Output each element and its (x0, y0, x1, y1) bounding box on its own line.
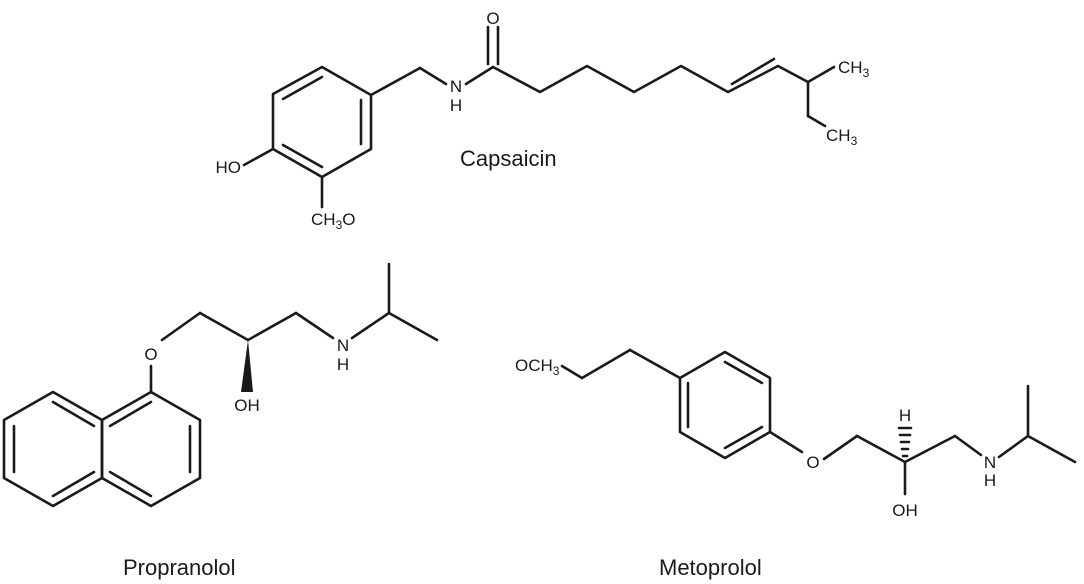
propranolol-ether-oxygen: O (144, 345, 157, 364)
capsaicin-methoxy: CH3O (311, 210, 355, 232)
metoprolol-stereo-hydrogen: H (899, 406, 911, 425)
propranolol-stereo-wedge (241, 340, 253, 392)
propranolol-name-label: Propranolol (123, 555, 236, 580)
capsaicin-methyl-lower: CH3 (826, 126, 858, 148)
capsaicin-structure: O N H HO CH3O CH3 CH3 Capsaicin (216, 9, 870, 232)
propranolol-amine-hydrogen: H (337, 355, 349, 374)
metoprolol-structure: OCH3 O H OH N H Metoprolol (515, 348, 1077, 580)
metoprolol-methoxy: OCH3 (515, 356, 560, 378)
metoprolol-amine-hydrogen: H (984, 471, 996, 490)
propranolol-atom-labels: O N H OH (144, 336, 349, 415)
metoprolol-ether-oxygen: O (806, 453, 819, 472)
metoprolol-name-label: Metoprolol (659, 555, 762, 580)
capsaicin-carbonyl-oxygen: O (486, 9, 499, 28)
propranolol-hydroxyl: OH (234, 396, 260, 415)
capsaicin-name-label: Capsaicin (460, 146, 557, 171)
metoprolol-atom-labels: OCH3 O H OH N H (515, 356, 996, 520)
propranolol-bonds (2, 262, 439, 508)
metoprolol-stereo-hash (897, 426, 913, 458)
capsaicin-amide-nitrogen: N (450, 77, 462, 96)
capsaicin-hydroxyl: HO (216, 158, 242, 177)
metoprolol-amine-nitrogen: N (984, 453, 996, 472)
capsaicin-atom-labels: O N H HO CH3O CH3 CH3 (216, 9, 870, 232)
capsaicin-amide-hydrogen: H (450, 96, 462, 115)
propranolol-structure: O N H OH Propranolol (2, 262, 439, 580)
metoprolol-bonds (560, 348, 1077, 496)
capsaicin-bonds (242, 25, 836, 209)
metoprolol-hydroxyl: OH (892, 501, 918, 520)
capsaicin-methyl-upper: CH3 (838, 58, 870, 80)
propranolol-amine-nitrogen: N (337, 336, 349, 355)
